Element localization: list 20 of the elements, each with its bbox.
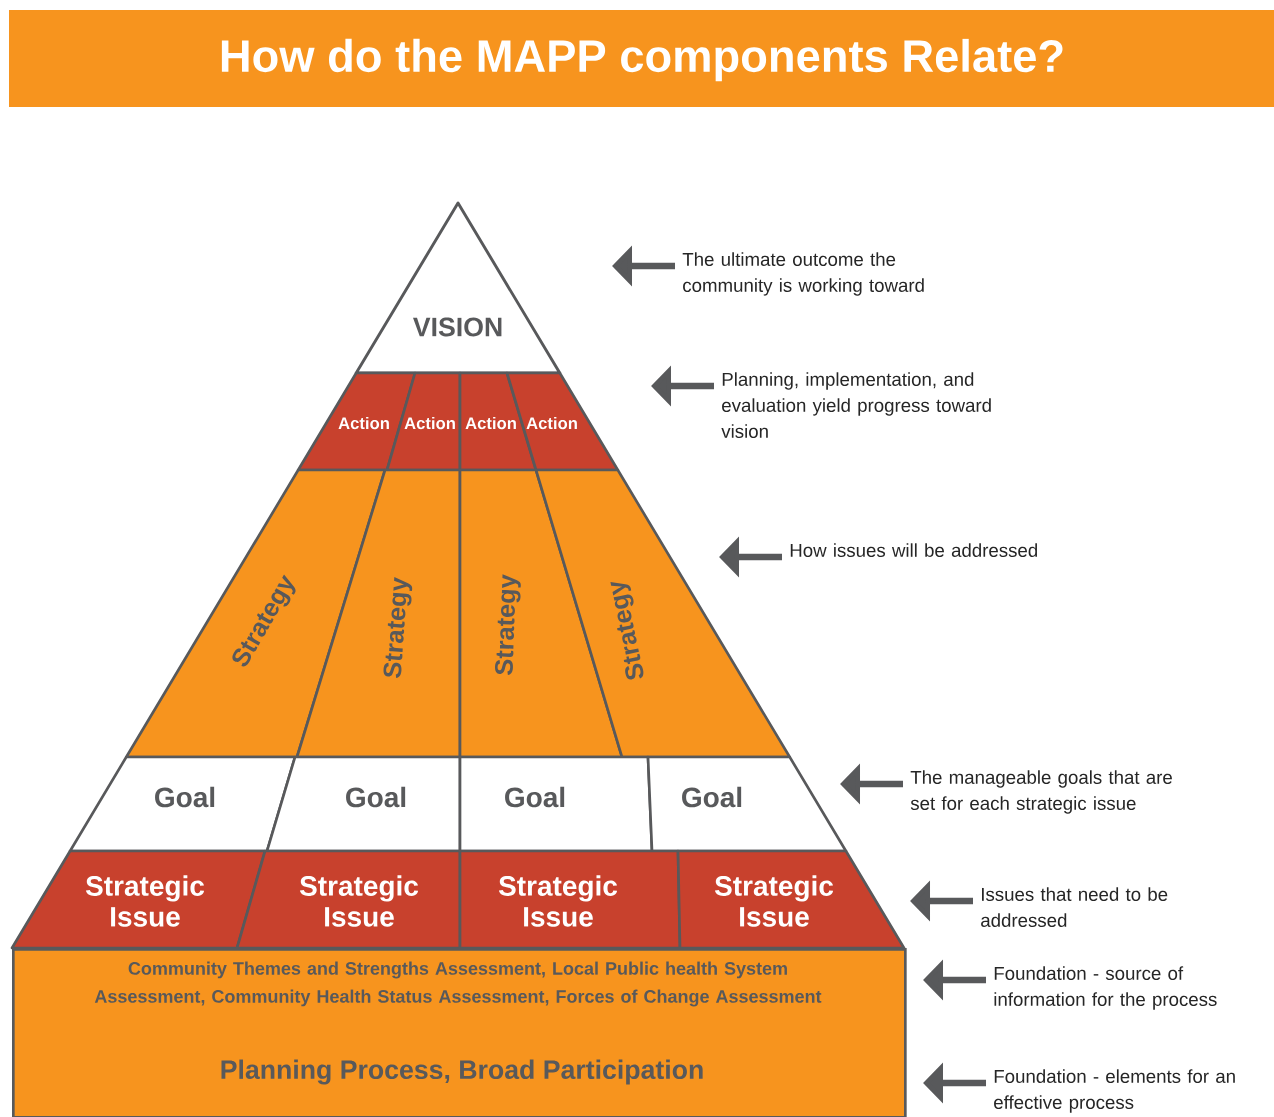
- goal-cell: Goal: [68, 755, 297, 853]
- strategy-cell: Strategy: [534, 468, 792, 759]
- goal-cell: Goal: [265, 755, 462, 853]
- issue-cell: Strategic Issue: [676, 849, 906, 950]
- issue-cell: Strategic Issue: [10, 849, 267, 950]
- description-text: Issues that need to be addressed: [981, 887, 1168, 927]
- description-text: How issues will be addressed: [790, 543, 1037, 557]
- title-banner: How do the MAPP components Relate?: [9, 10, 1274, 107]
- issue-cell: Strategic Issue: [458, 849, 682, 950]
- foundation-box: Community Themes and Strengths Assessment, Local Public health System Assessment, Community Health Status Assessment, Forces of Change Assessment Planning Process, Broad Participation: [12, 948, 907, 1117]
- vision-triangle: VISION: [354, 201, 562, 375]
- issue-cell: Strategic Issue: [235, 849, 462, 950]
- goal-cell: Goal: [646, 755, 848, 853]
- goal-cell: Goal: [458, 755, 654, 853]
- description-text: Foundation - source of information for the process: [994, 966, 1217, 1010]
- description-text: The ultimate outcome the community is working toward: [682, 252, 924, 296]
- description-text: The manageable goals that are set for each strategic issue: [910, 770, 1172, 814]
- description-text: Foundation - elements for an effective process: [994, 1069, 1235, 1113]
- strategy-cell: Strategy: [295, 468, 462, 759]
- description-text: Planning, implementation, and evaluation yield progress toward vision: [721, 372, 991, 438]
